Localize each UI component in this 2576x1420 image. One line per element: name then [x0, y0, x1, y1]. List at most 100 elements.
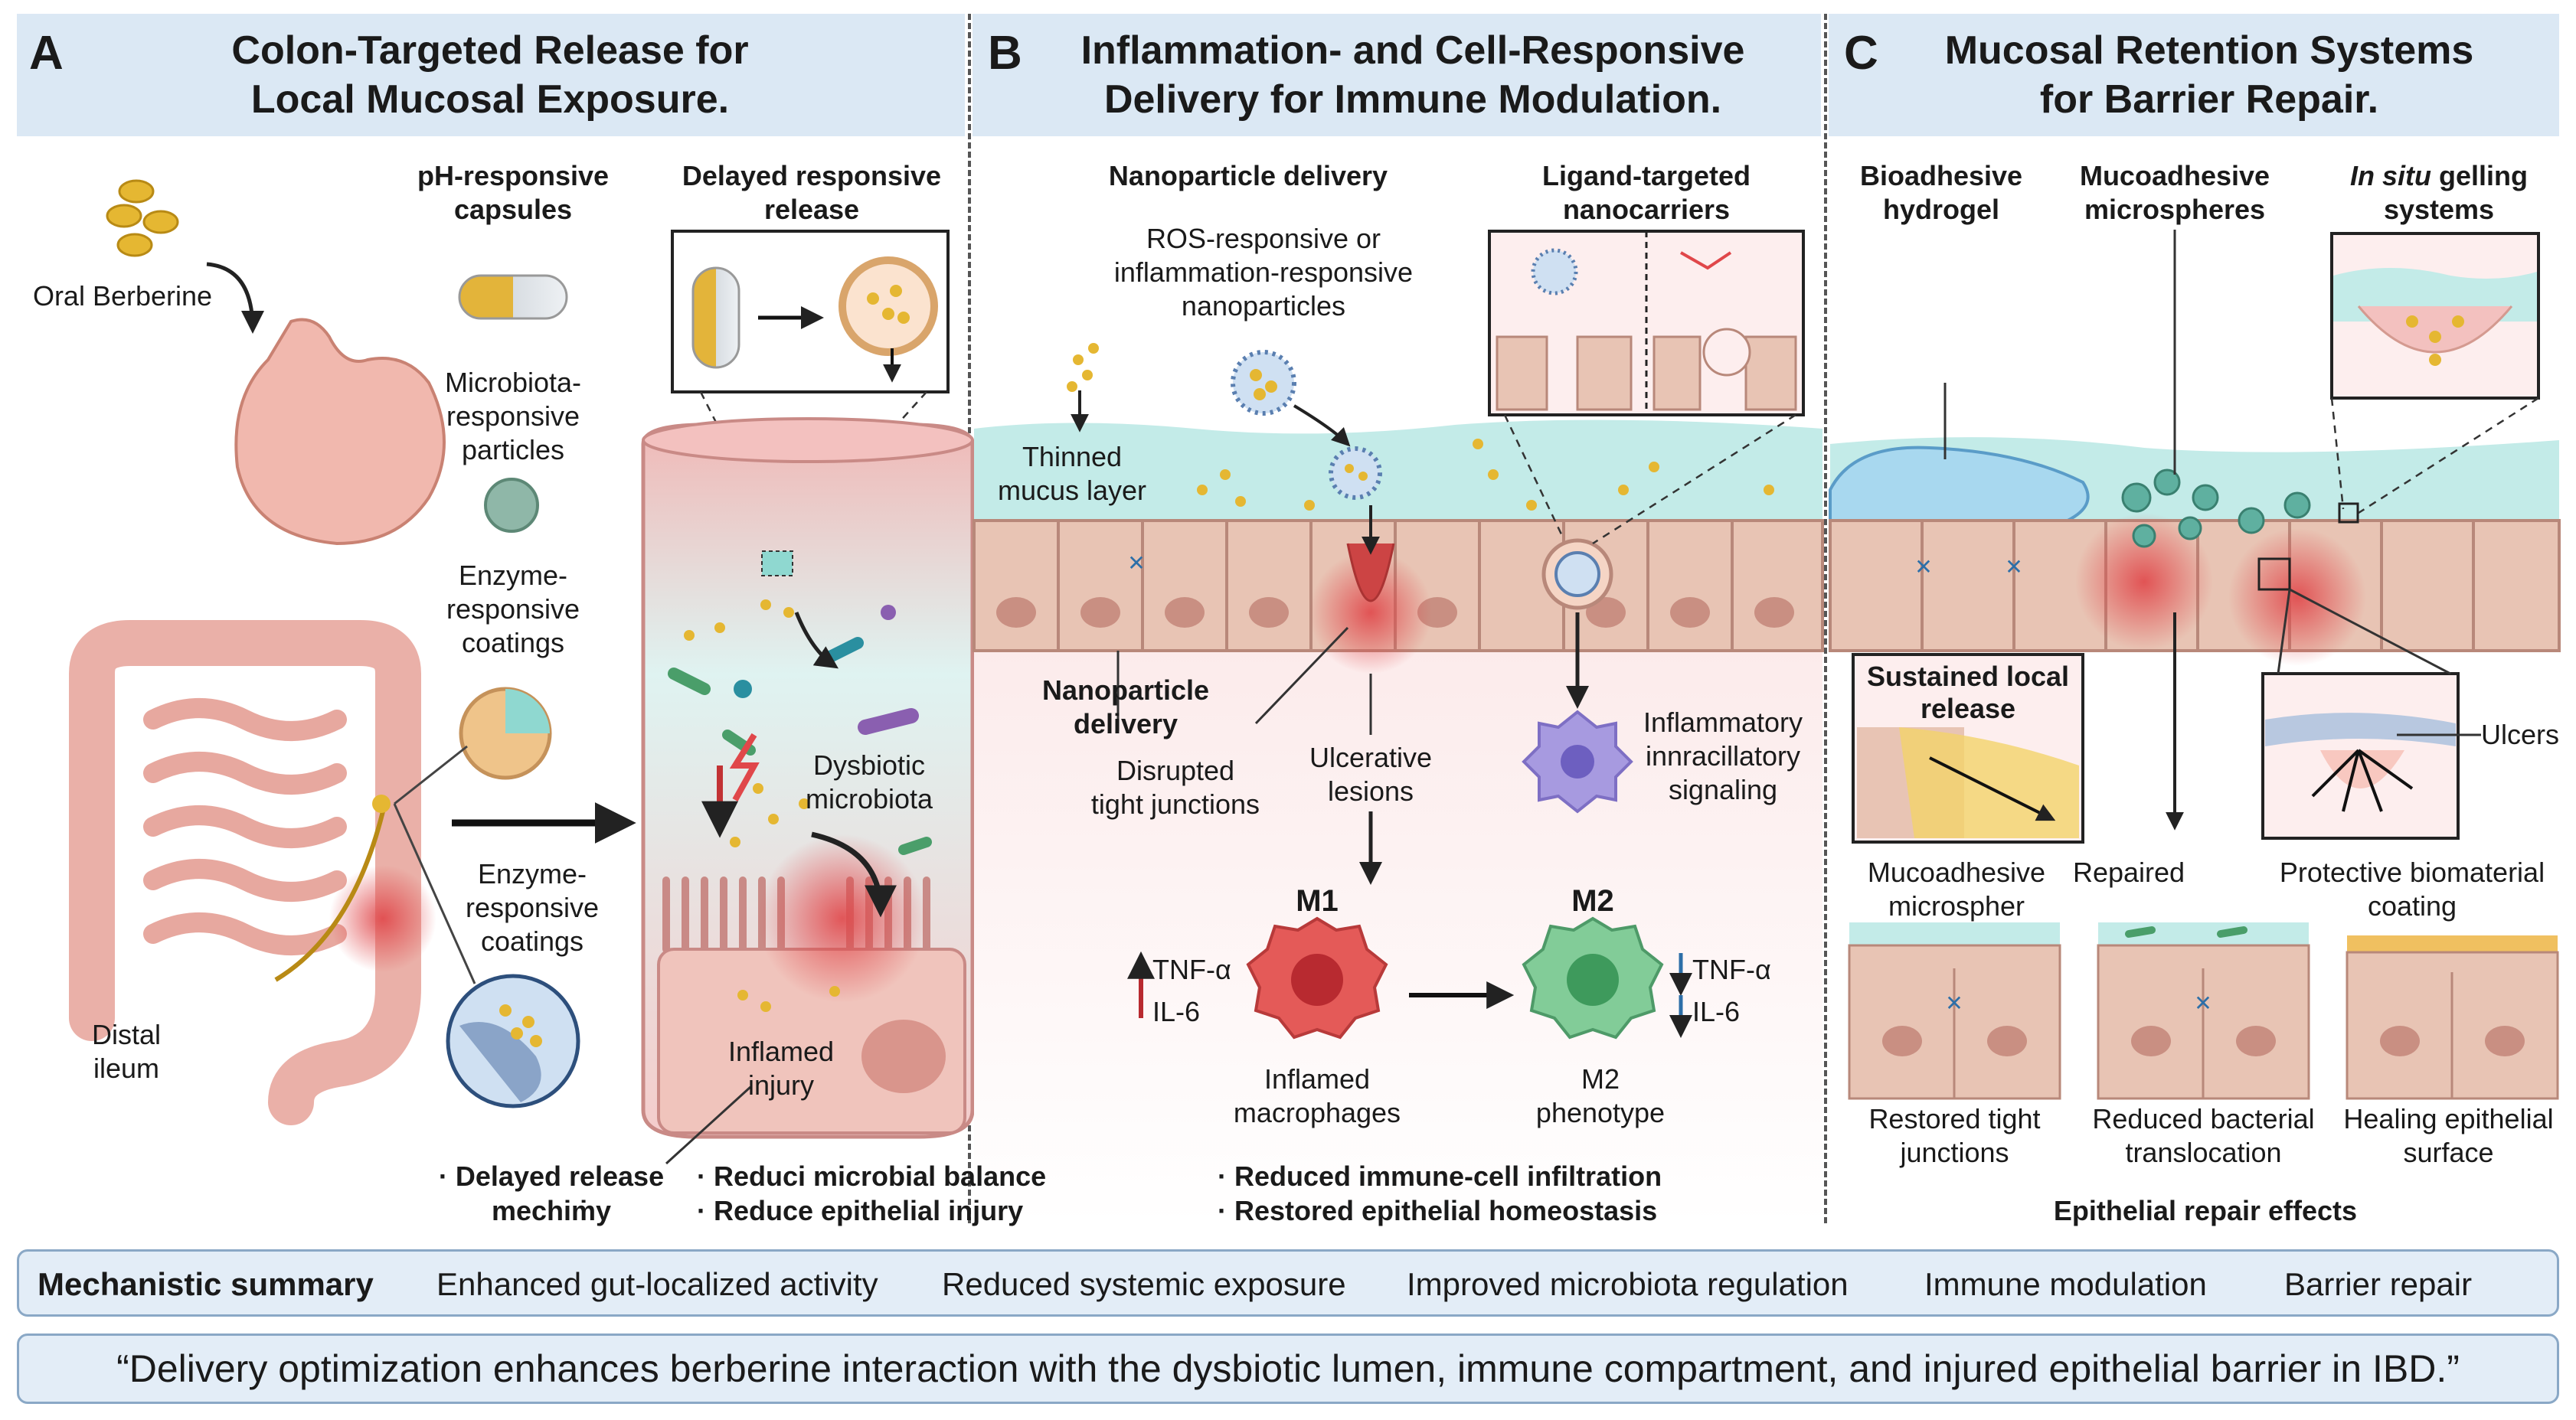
ph-capsules-label-1: pH-responsive	[417, 160, 610, 191]
il6-up-label: IL-6	[1152, 996, 1201, 1027]
summary-label: Mechanistic summary	[38, 1266, 374, 1302]
colon-icon	[69, 620, 421, 1125]
healing-label-2: surface	[2403, 1137, 2494, 1168]
mucoadhesive-label-1: Mucoadhesive	[2079, 160, 2270, 191]
enzyme-coatings-a-label-1: Enzyme-	[458, 560, 568, 591]
ros-label-3: nanoparticles	[1181, 290, 1346, 322]
insitu-italic: In situ	[2350, 160, 2431, 191]
insitu-label-1: In situ gelling	[2328, 159, 2550, 193]
inflamed-label-1: Inflamed	[727, 1036, 835, 1067]
summary-item-5: Barrier repair	[2284, 1266, 2473, 1302]
summary-item-4: Immune modulation	[1924, 1266, 2207, 1302]
summary-item-1: Enhanced gut-localized activity	[436, 1266, 878, 1302]
panel-a-bullet1-line2: mechiṁy	[491, 1195, 612, 1226]
ros-label-2: inflammation-responsive	[1113, 256, 1414, 288]
panel-c-graphics: ✕ ✕	[1829, 230, 2561, 1100]
panel-b-header	[973, 14, 1821, 136]
healing-label-1: Healing epithelial	[2343, 1103, 2554, 1134]
mucoadhesive-label-2: microspheres	[2084, 194, 2266, 225]
m2-label: M2	[1571, 884, 1614, 918]
microbiota-particles-label-3: particles	[461, 434, 565, 465]
disrupted-tj-label-1: Disrupted	[1116, 755, 1235, 786]
svg-text:✕: ✕	[1945, 991, 1963, 1015]
oral-pills-icon	[106, 179, 179, 257]
insitu-gelling: gelling	[2431, 160, 2528, 191]
inflamed-macrophages-label-2: macrophages	[1233, 1097, 1401, 1128]
microbiota-particles-label-2: responsive	[446, 400, 580, 432]
enzyme-coatings-a-label-2: responsive	[446, 593, 580, 625]
nanoparticle-delivery-label-1: Nanoparticle	[1041, 674, 1210, 706]
panel-a-title-line1: Colon-Targeted Release for	[231, 28, 749, 73]
svg-text:✕: ✕	[2194, 991, 2212, 1015]
panel-a-bullet2: · Reduci microbial balance	[697, 1160, 1047, 1192]
dysbiotic-label-2: microbiota	[805, 783, 933, 814]
m1-label: M1	[1296, 884, 1339, 918]
tnf-up-label: TNF-α	[1152, 954, 1231, 985]
divider-bc	[1824, 14, 1827, 1223]
sustained-release-label-2: release	[1920, 693, 2016, 724]
ros-label-1: ROS-responsive or	[1146, 223, 1381, 254]
panel-c-title-line1: Mucosal Retention Systems	[1944, 28, 2474, 73]
stomach-icon	[234, 318, 446, 546]
disrupted-tj-label-2: tight junctions	[1090, 788, 1260, 820]
distal-ileum-label-1: Distal	[91, 1019, 162, 1050]
repair-tissue-blocks: ✕ ✕	[1848, 922, 2559, 1100]
panel-a-bullet1-line1: · Delayed release	[438, 1160, 665, 1192]
protective-label-2: coating	[2367, 890, 2457, 922]
thinned-mucus-label-1: Thinned	[1022, 441, 1123, 472]
repair-effects-label: Epithelial repair effects	[2053, 1195, 2358, 1226]
quote-banner: “Delivery optimization enhances berberin…	[17, 1333, 2559, 1404]
ulcers-label: Ulcers	[2481, 719, 2560, 750]
inflamed-macrophages-label-1: Inflamed	[1263, 1063, 1371, 1095]
summary-item-2: Reduced systemic exposure	[942, 1266, 1346, 1302]
enzyme-coatings-b-label-2: responsive	[465, 892, 600, 923]
inflamed-label-2: injury	[747, 1069, 815, 1101]
summary-item-3: Improved microbiota regulation	[1407, 1266, 1849, 1302]
ligand-label-2: nanocarriers	[1562, 194, 1731, 225]
enzyme-coatings-b-label-3: coatings	[480, 925, 584, 957]
il6-down-label: IL-6	[1692, 996, 1741, 1027]
insitu-label-2: systems	[2383, 194, 2495, 225]
ulcerative-label-1: Ulcerative	[1309, 742, 1433, 773]
nanoparticle-icons	[1231, 350, 1613, 610]
ph-capsules-label-2: capsules	[453, 194, 573, 225]
ulcerative-label-2: lesions	[1327, 775, 1414, 807]
mechanistic-summary-bar: Mechanistic summary Enhanced gut-localiz…	[17, 1249, 2559, 1317]
panel-b-title-line2: Delivery for Immune Modulation.	[1103, 77, 1722, 122]
svg-text:✕: ✕	[2005, 555, 2022, 579]
panel-b-title-line1: Inflammation- and Cell-Responsive	[1080, 28, 1745, 73]
panel-a-header	[17, 14, 965, 136]
reduced-translocation-label-2: translocation	[2125, 1137, 2282, 1168]
microbiota-particles-label-1: Microbiota-	[444, 367, 582, 398]
distal-ileum-label-2: ileum	[93, 1053, 160, 1084]
small-intestine-icon	[143, 698, 347, 955]
enzyme-coatings-a-label-3: coatings	[461, 627, 565, 658]
inflammatory-signal-label-2: innracillatory	[1645, 740, 1801, 772]
m2-phenotype-label-2: phenotype	[1535, 1097, 1666, 1128]
panel-a-bullet3: · Reduce epithelial injury	[697, 1195, 1024, 1226]
mucus-layer	[974, 419, 1822, 521]
panel-b-graphics: ✕	[973, 230, 1824, 1225]
inflammatory-signal-label-3: signaling	[1668, 774, 1778, 805]
panel-a-letter: A	[29, 27, 64, 80]
repaired-label: Repaired	[2072, 857, 2185, 888]
microsphere-icons	[2121, 468, 2311, 548]
mucoadhesive-microspher-label-2: microspher	[1888, 890, 2025, 922]
ph-capsule-icon	[458, 274, 568, 320]
panel-a-graphics	[69, 179, 975, 1165]
panel-b-bullet1: · Reduced immune-cell infiltration	[1218, 1160, 1662, 1192]
oral-berberine-label: Oral Berberine	[32, 280, 213, 312]
hydrogel-icon	[1829, 446, 2090, 522]
tnf-down-label: TNF-α	[1692, 954, 1771, 985]
enzyme-coatings-b-label-1: Enzyme-	[477, 858, 587, 890]
thinned-mucus-label-2: mucus layer	[997, 475, 1147, 506]
nanoparticle-delivery-heading: Nanoparticle delivery	[1108, 160, 1388, 191]
microbiota-particle-icon	[484, 478, 539, 533]
panel-c-title-line2: for Barrier Repair.	[2039, 77, 2379, 122]
ligand-label-1: Ligand-targeted	[1541, 160, 1751, 191]
nanoparticle-delivery-label-2: delivery	[1073, 708, 1178, 739]
panel-b-letter: B	[988, 27, 1022, 80]
delayed-release-label-1: Delayed responsive	[682, 160, 942, 191]
protective-label-1: Protective biomaterial	[2279, 857, 2545, 888]
